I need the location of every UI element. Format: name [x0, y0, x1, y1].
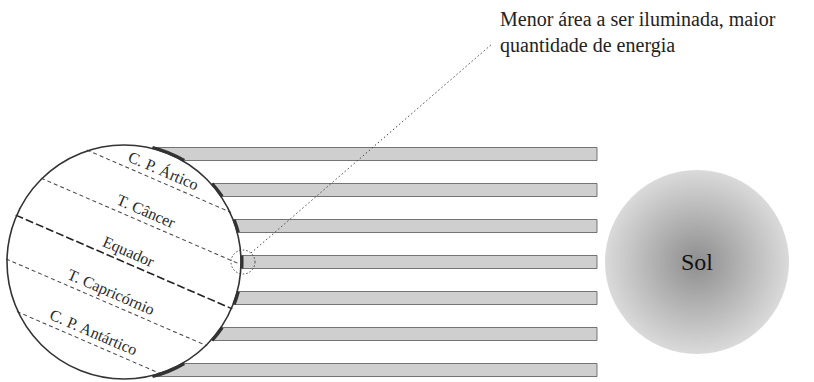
- latitude-label: C. P. Ártico: [126, 148, 201, 193]
- earth-circle: C. P. ÁrticoT. CâncerEquadorT. Capricórn…: [6, 144, 242, 380]
- light-rays: [153, 148, 598, 377]
- leader-line: [251, 44, 492, 253]
- sun-circle: Sol: [605, 170, 789, 354]
- callout-circle: [231, 250, 255, 274]
- text-wrap: Sol: [605, 170, 789, 354]
- latitude-lines: [0, 134, 267, 382]
- latitude-label: Equador: [100, 233, 156, 270]
- latitude-label: T. Câncer: [114, 191, 178, 231]
- light-ray: [234, 220, 597, 233]
- light-ray: [242, 256, 597, 269]
- light-ray: [153, 148, 598, 161]
- light-ray: [212, 328, 597, 341]
- rotated-frame: C. P. ÁrticoT. CâncerEquadorT. Capricórn…: [0, 107, 279, 382]
- latitude-label: C. P. Antártico: [47, 306, 139, 359]
- sun-label: Sol: [681, 249, 713, 276]
- node-shape: [605, 170, 789, 354]
- latitude-label: T. Capricórnio: [65, 266, 157, 319]
- light-ray: [212, 184, 597, 197]
- node-shape: [7, 145, 241, 379]
- light-ray: [153, 364, 598, 377]
- light-ray: [234, 292, 597, 305]
- callout-note: Menor área a ser iluminada, maior quanti…: [500, 6, 790, 58]
